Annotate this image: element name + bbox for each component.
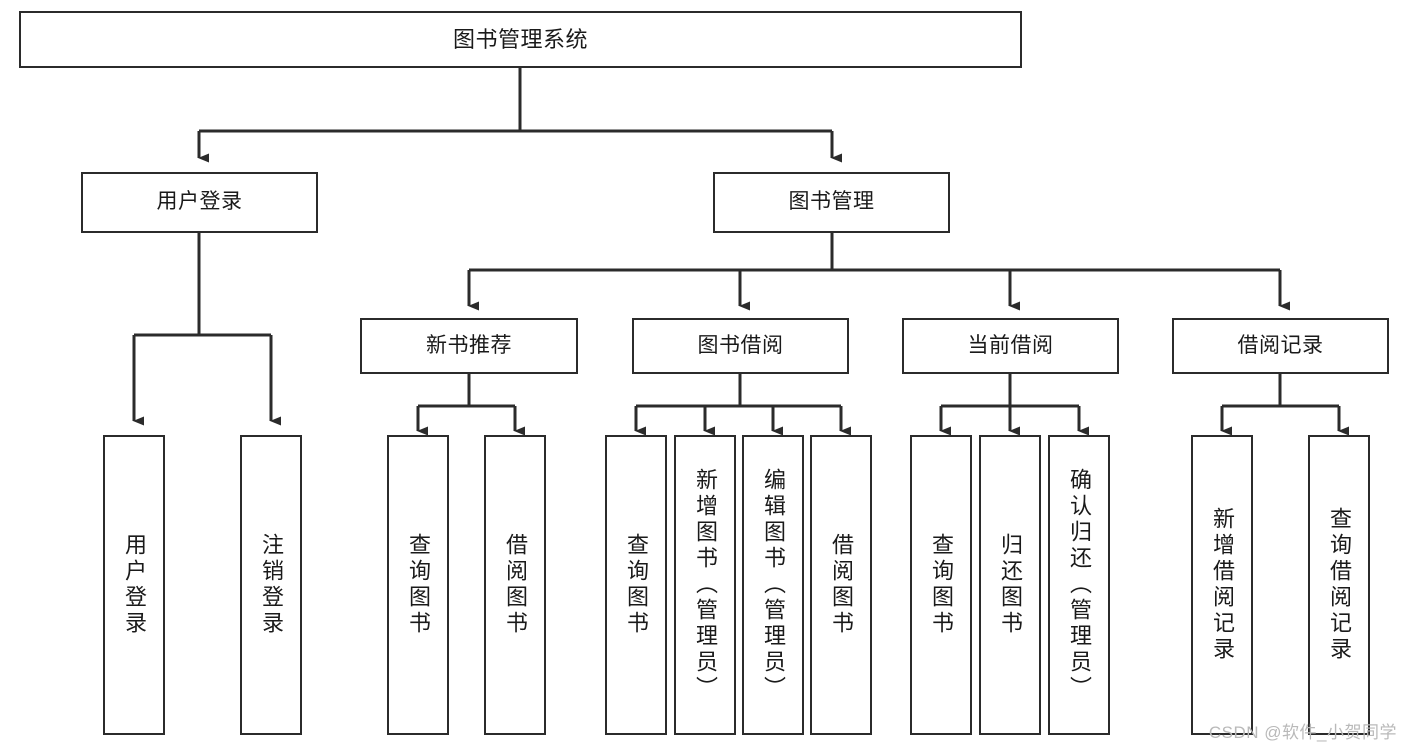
node-leaf-confirm-return[interactable]: 确认归还（管理员） (1048, 435, 1110, 735)
node-leaf-borrow-book-1[interactable]: 借阅图书 (484, 435, 546, 735)
node-current-borrow-label: 当前借阅 (967, 333, 1054, 357)
node-user-login-label: 用户登录 (156, 190, 243, 214)
csdn-watermark: CSDN @软件_小贺同学 (1208, 723, 1397, 742)
node-leaf-return-book[interactable]: 归还图书 (979, 435, 1041, 735)
node-leaf-logout-label: 注销登录 (259, 533, 284, 637)
node-leaf-query-book-2[interactable]: 查询图书 (605, 435, 667, 735)
node-leaf-query-book-2-label: 查询图书 (624, 533, 649, 637)
node-leaf-logout[interactable]: 注销登录 (240, 435, 302, 735)
node-leaf-query-record[interactable]: 查询借阅记录 (1308, 435, 1370, 735)
node-book-borrow[interactable]: 图书借阅 (632, 318, 849, 374)
node-leaf-user-login[interactable]: 用户登录 (103, 435, 165, 735)
node-leaf-query-book-1-label: 查询图书 (406, 533, 431, 637)
node-current-borrow[interactable]: 当前借阅 (902, 318, 1119, 374)
node-root[interactable]: 图书管理系统 (19, 11, 1022, 68)
node-borrow-record-label: 借阅记录 (1237, 333, 1324, 357)
node-leaf-edit-book-label: 编辑图书（管理员） (761, 468, 786, 702)
node-leaf-borrow-book-2-label: 借阅图书 (829, 533, 854, 637)
node-book-manage[interactable]: 图书管理 (713, 172, 950, 233)
node-leaf-add-book-label: 新增图书（管理员） (693, 468, 718, 702)
node-leaf-borrow-book-2[interactable]: 借阅图书 (810, 435, 872, 735)
node-leaf-return-book-label: 归还图书 (998, 533, 1023, 637)
node-book-borrow-label: 图书借阅 (697, 333, 784, 357)
node-leaf-add-record[interactable]: 新增借阅记录 (1191, 435, 1253, 735)
node-leaf-query-record-label: 查询借阅记录 (1327, 507, 1352, 663)
node-leaf-borrow-book-1-label: 借阅图书 (503, 533, 528, 637)
node-borrow-record[interactable]: 借阅记录 (1172, 318, 1389, 374)
node-leaf-add-book[interactable]: 新增图书（管理员） (674, 435, 736, 735)
node-new-book-recommend[interactable]: 新书推荐 (360, 318, 578, 374)
node-new-book-recommend-label: 新书推荐 (426, 333, 512, 357)
node-book-manage-label: 图书管理 (788, 190, 875, 214)
node-leaf-add-record-label: 新增借阅记录 (1210, 507, 1235, 663)
node-user-login[interactable]: 用户登录 (81, 172, 318, 233)
node-leaf-query-book-3-label: 查询图书 (929, 533, 954, 637)
node-leaf-query-book-1[interactable]: 查询图书 (387, 435, 449, 735)
node-leaf-query-book-3[interactable]: 查询图书 (910, 435, 972, 735)
node-leaf-confirm-return-label: 确认归还（管理员） (1067, 468, 1092, 702)
node-root-label: 图书管理系统 (452, 26, 588, 52)
node-leaf-edit-book[interactable]: 编辑图书（管理员） (742, 435, 804, 735)
node-leaf-user-login-label: 用户登录 (122, 533, 147, 637)
